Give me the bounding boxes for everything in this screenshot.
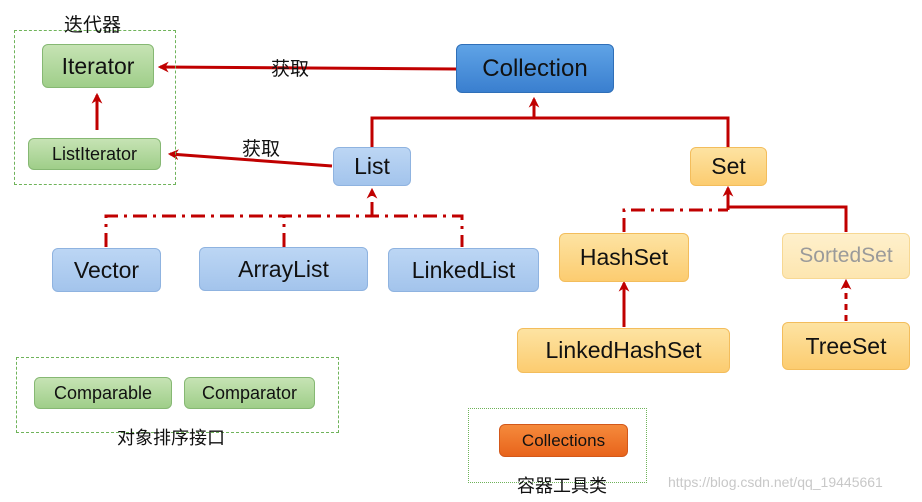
- sortedset-node: SortedSet: [782, 233, 910, 279]
- iterator-group-label: 迭代器: [64, 14, 122, 36]
- edge-list-implementations: [104, 187, 464, 247]
- edge-label-get-listiterator: 获取: [242, 138, 281, 160]
- vector-node: Vector: [52, 248, 161, 292]
- collection-node: Collection: [456, 44, 614, 93]
- edge-hashset-set: [622, 208, 728, 232]
- hashset-node: HashSet: [559, 233, 689, 282]
- comparable-node: Comparable: [34, 377, 172, 409]
- linkedhashset-node: LinkedHashSet: [517, 328, 730, 373]
- treeset-node: TreeSet: [782, 322, 910, 370]
- edge-sortedset-set: [728, 205, 848, 232]
- listiterator-node: ListIterator: [28, 138, 161, 170]
- edge-label-get-iterator: 获取: [271, 58, 310, 80]
- set-node: Set: [690, 147, 767, 186]
- edge-list-listiterator: [167, 149, 333, 168]
- iterator-group: [14, 30, 176, 185]
- tools-group-label: 容器工具类: [517, 476, 607, 497]
- comparator-group-label: 对象排序接口: [117, 428, 225, 449]
- comparator-group: [16, 357, 339, 433]
- tools-group: [468, 408, 647, 483]
- watermark-text: https://blog.csdn.net/qq_19445661: [668, 474, 883, 490]
- arraylist-node: ArrayList: [199, 247, 368, 291]
- iterator-node: Iterator: [42, 44, 154, 88]
- collections-node: Collections: [499, 424, 628, 457]
- linkedlist-node: LinkedList: [388, 248, 539, 292]
- edge-list-set-collection: [370, 116, 730, 147]
- edge-collection-iterator: [157, 61, 457, 73]
- comparator-node: Comparator: [184, 377, 315, 409]
- list-node: List: [333, 147, 411, 186]
